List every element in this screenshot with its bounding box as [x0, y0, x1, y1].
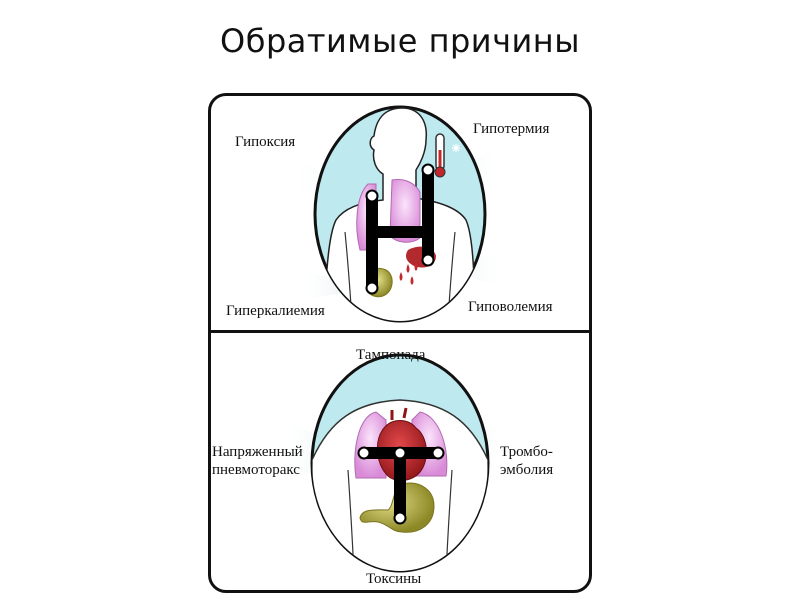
- thermometer-icon: [434, 133, 446, 178]
- page-title: Обратимые причины: [220, 22, 580, 60]
- letter-t-shape: [357, 446, 445, 525]
- label-hypovolemia: Гиповолемия: [468, 299, 553, 315]
- label-tension-pneumothorax: Напряженный пневмоторакс: [212, 444, 303, 478]
- label-hypothermia: Гипотермия: [473, 121, 550, 137]
- label-hypoxia: Гипоксия: [235, 134, 296, 150]
- label-hyperkalemia: Гиперкалиемия: [226, 303, 325, 319]
- snowflake-icon: [452, 144, 460, 152]
- blood-drops-icon: [399, 262, 418, 285]
- label-tamponade: Тампонада: [356, 347, 426, 363]
- letter-h-shape: [365, 163, 435, 295]
- label-toxins: Токсины: [366, 571, 422, 587]
- panel-divider: [208, 330, 592, 333]
- label-thromboembolism: Тромбо- эмболия: [500, 444, 554, 478]
